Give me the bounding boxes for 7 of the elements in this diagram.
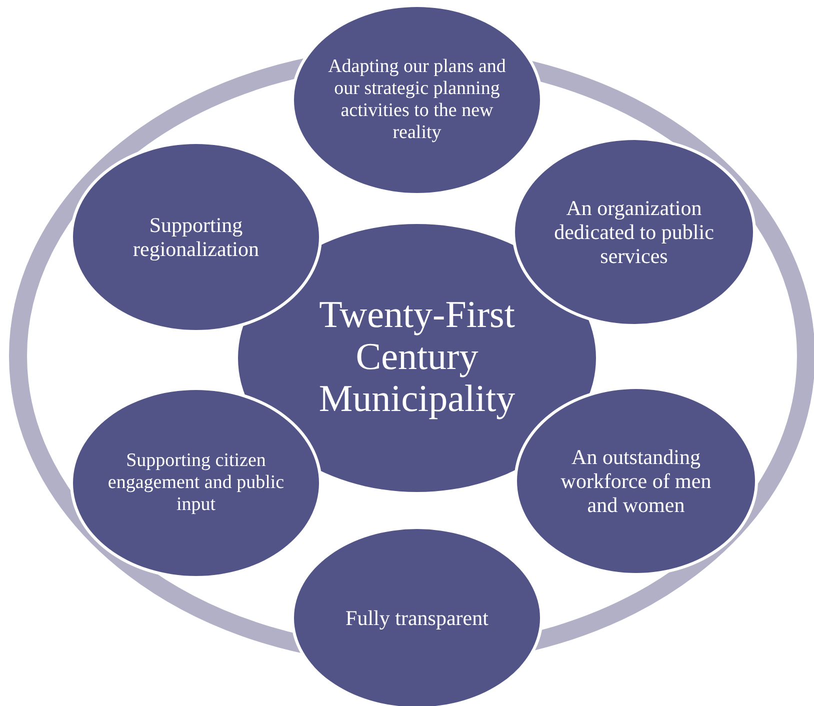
- node-text: Fully transparent: [344, 606, 490, 630]
- node-text: Supporting regionalization: [132, 212, 260, 262]
- node-text: An organization dedicated to public services: [553, 196, 715, 268]
- node-text: An outstanding workforce of men and women: [560, 444, 712, 518]
- node-text: Adapting our plans and our strategic planning activities to the new reality: [327, 56, 507, 144]
- node-text: Supporting citizen engagement and public input: [106, 450, 286, 516]
- center-title: Twenty-First Century Municipality: [318, 295, 516, 421]
